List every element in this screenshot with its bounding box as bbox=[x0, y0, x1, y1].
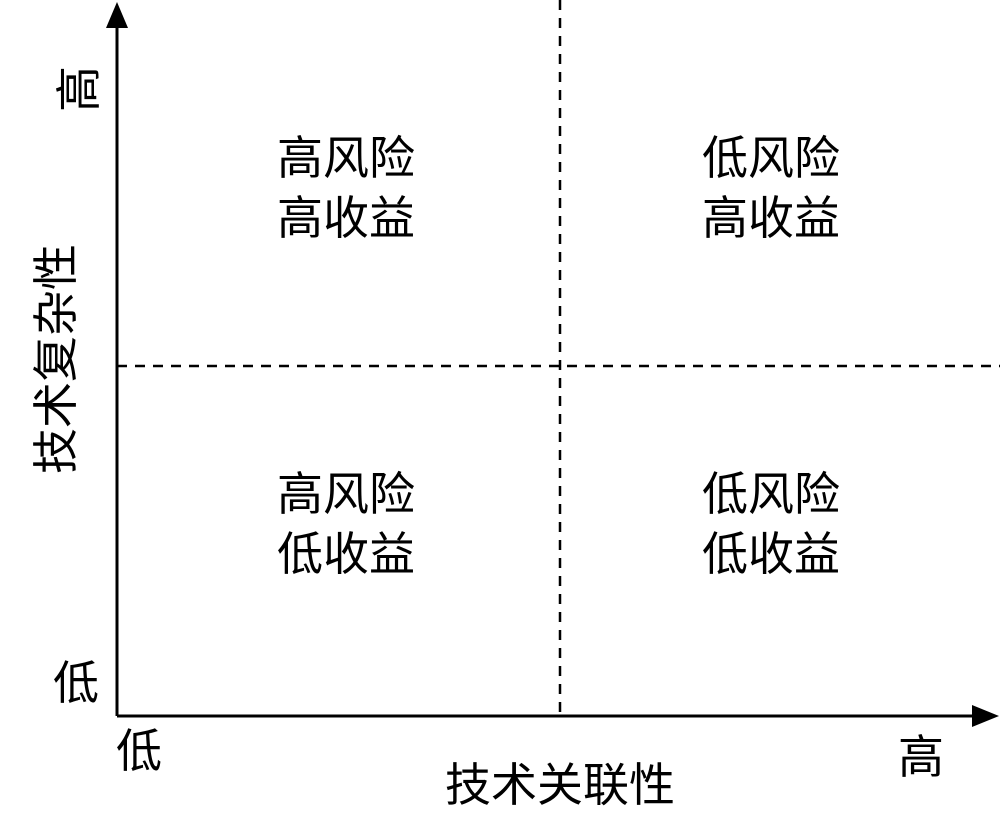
quadrant-bottom-right-line1: 低风险 bbox=[702, 467, 840, 521]
quadrant-bottom-left: 高风险 低收益 bbox=[246, 464, 446, 584]
y-axis-title: 技术复杂性 bbox=[29, 244, 83, 474]
quadrant-top-right-line2: 高收益 bbox=[702, 191, 840, 245]
quadrant-top-right-line1: 低风险 bbox=[702, 131, 840, 185]
quadrant-top-right: 低风险 高收益 bbox=[671, 128, 871, 248]
quadrant-top-left-line1: 高风险 bbox=[277, 131, 415, 185]
x-axis-arrow bbox=[972, 705, 999, 727]
quadrant-bottom-left-line1: 高风险 bbox=[277, 467, 415, 521]
quadrant-bottom-right-line2: 低收益 bbox=[702, 527, 840, 581]
quadrant-top-left-line2: 高收益 bbox=[277, 191, 415, 245]
x-axis-high-label: 高 bbox=[898, 730, 944, 784]
y-axis-arrow bbox=[106, 2, 128, 28]
x-axis-title: 技术关联性 bbox=[445, 758, 675, 812]
y-axis-low-label: 低 bbox=[53, 656, 99, 710]
quadrant-bottom-left-line2: 低收益 bbox=[277, 527, 415, 581]
x-axis-low-label: 低 bbox=[116, 724, 162, 778]
y-axis-high-label: 高 bbox=[52, 66, 106, 112]
quadrant-top-left: 高风险 高收益 bbox=[246, 128, 446, 248]
quadrant-bottom-right: 低风险 低收益 bbox=[671, 464, 871, 584]
